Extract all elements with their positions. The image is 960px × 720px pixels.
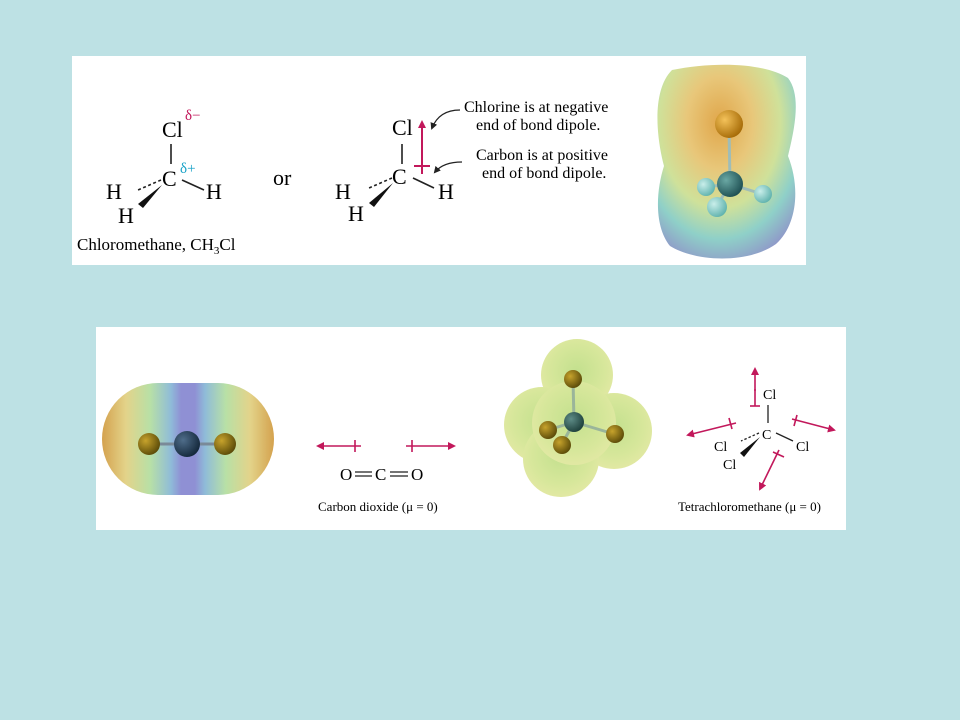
o-atom-label-left: O	[340, 465, 352, 484]
co2-caption: Carbon dioxide (μ = 0)	[318, 499, 438, 514]
c-atom-label: C	[392, 164, 407, 189]
chloromethane-structure-left: Cl δ− C δ+ H H H Chloromethane, CH3Cl	[77, 108, 236, 257]
carbon-annotation-line2: end of bond dipole.	[482, 165, 606, 182]
wedge-bond	[138, 185, 162, 208]
dipole-arrow-left	[686, 422, 737, 438]
h-atom-label-bottom: H	[118, 203, 134, 228]
hashed-bond	[368, 177, 393, 189]
or-label: or	[273, 165, 292, 190]
carbon-annotation-line1: Carbon is at positive	[476, 147, 608, 164]
oxygen-atom-sphere	[138, 433, 160, 455]
chlorine-atom-sphere	[553, 436, 571, 454]
dipole-arrow-cross	[728, 417, 733, 430]
chlorine-atom-sphere	[564, 370, 582, 388]
chloromethane-caption: Chloromethane, CH3Cl	[77, 235, 236, 257]
dipole-arrow-cross	[793, 414, 798, 427]
h-atom-label-right: H	[206, 179, 222, 204]
hashed-bond	[137, 179, 162, 191]
ccl4-potential-map	[504, 339, 652, 497]
wedge-bond	[369, 183, 393, 207]
dipole-arrow-down	[759, 449, 780, 491]
c-atom-label: C	[375, 465, 386, 484]
cl-atom-label-bottom: Cl	[723, 458, 736, 473]
c-cl-bond-right	[775, 432, 794, 442]
delta-plus-label: δ+	[180, 161, 196, 177]
chlorine-atom-sphere	[606, 425, 624, 443]
delta-minus-label: δ−	[185, 108, 201, 124]
h-atom-label-right: H	[438, 179, 454, 204]
carbon-atom-sphere	[174, 431, 200, 457]
co2-potential-map	[102, 383, 274, 495]
nonpolar-molecules-panel: O C O Carbon dioxide (μ = 0)	[96, 327, 846, 530]
nonpolar-molecules-figure: O C O Carbon dioxide (μ = 0)	[102, 339, 836, 514]
c-atom-label: C	[162, 166, 177, 191]
potential-surface	[657, 64, 796, 259]
hydrogen-atom-sphere	[697, 178, 715, 196]
carbon-atom-sphere	[564, 412, 584, 432]
carbon-atom-sphere	[717, 171, 743, 197]
chloromethane-structure-right: Cl C H H H	[335, 109, 463, 226]
cl-atom-label: Cl	[162, 117, 183, 142]
c-h-bond-right	[412, 177, 435, 189]
wedge-bond	[740, 437, 760, 457]
ccl4-caption: Tetrachloromethane (μ = 0)	[678, 499, 821, 514]
h-atom-label-left: H	[335, 179, 351, 204]
annotation-arrow-chlorine	[430, 109, 461, 130]
chloromethane-panel: Cl δ− C δ+ H H H Chloromethane, CH3Cl or…	[72, 56, 806, 265]
c-atom-label: C	[762, 428, 771, 443]
cl-atom-label-right: Cl	[796, 440, 809, 455]
dipole-arrow-cross	[772, 451, 785, 458]
chlorine-annotation-line2: end of bond dipole.	[476, 117, 600, 134]
oxygen-atom-sphere	[214, 433, 236, 455]
cl-atom-label-top: Cl	[763, 388, 776, 403]
chlorine-atom-sphere	[539, 421, 557, 439]
hashed-bond	[740, 432, 760, 442]
annotation-arrow-carbon	[433, 161, 463, 174]
chloromethane-potential-map	[657, 64, 796, 259]
hydrogen-atom-sphere	[707, 197, 727, 217]
chlorine-atom-sphere	[715, 110, 743, 138]
cl-atom-label-left: Cl	[714, 440, 727, 455]
co2-structure: O C O Carbon dioxide (μ = 0)	[316, 440, 456, 514]
dipole-annotations: Chlorine is at negative end of bond dipo…	[464, 99, 608, 182]
dipole-arrow-right	[791, 418, 836, 433]
chloromethane-figure: Cl δ− C δ+ H H H Chloromethane, CH3Cl or…	[77, 64, 796, 259]
hydrogen-atom-sphere	[754, 185, 772, 203]
h-atom-label-bottom: H	[348, 201, 364, 226]
ccl4-structure: Cl C Cl Cl Cl Tetrachloromethane (μ = 0)	[678, 367, 836, 514]
h-atom-label-left: H	[106, 179, 122, 204]
o-atom-label-right: O	[411, 465, 423, 484]
c-h-bond-right	[181, 179, 205, 191]
chlorine-annotation-line1: Chlorine is at negative	[464, 99, 608, 116]
cl-atom-label: Cl	[392, 115, 413, 140]
